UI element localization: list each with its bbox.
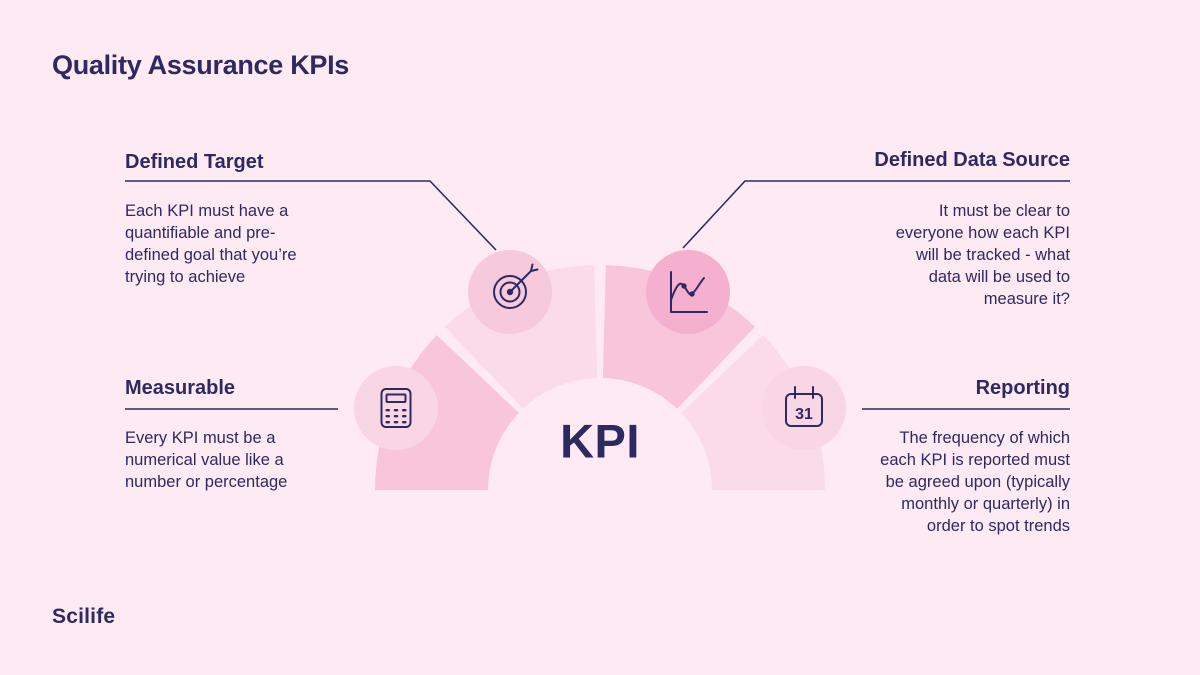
section-measurable: Measurable Every KPI must be a numerical… (125, 377, 385, 494)
target-icon (493, 263, 539, 309)
section-defined-data-source: Defined Data Source It must be clear to … (740, 149, 1070, 311)
calculator-icon (380, 388, 412, 428)
section-reporting: Reporting The frequency of which each KP… (740, 377, 1070, 538)
section-body-reporting: The frequency of which each KPI is repor… (880, 429, 1070, 535)
connector-lines (125, 180, 1070, 410)
section-defined-target: Defined Target Each KPI must have a quan… (125, 151, 385, 289)
section-title-measurable: Measurable (125, 377, 236, 399)
connector-defined-target (125, 180, 497, 251)
calendar-bubble (762, 366, 846, 450)
section-body-measurable: Every KPI must be a numerical value like… (125, 429, 288, 491)
connector-defined-data-source (682, 180, 1070, 249)
section-body-defined-target: Each KPI must have a quantifiable and pr… (125, 202, 297, 286)
page-title: Quality Assurance KPIs (52, 50, 350, 80)
line-chart-icon (670, 271, 708, 313)
section-body-defined-data-source: It must be clear to everyone how each KP… (895, 202, 1070, 308)
calendar-icon: 31 (785, 386, 823, 427)
section-title-reporting: Reporting (975, 377, 1070, 399)
section-title-defined-target: Defined Target (125, 151, 264, 173)
kpi-center-label: KPI (560, 414, 640, 468)
scilife-logo: Scilife (52, 605, 116, 628)
calculator-bubble (354, 366, 438, 450)
section-title-defined-data-source: Defined Data Source (874, 149, 1070, 171)
calendar-day-label: 31 (795, 406, 813, 423)
